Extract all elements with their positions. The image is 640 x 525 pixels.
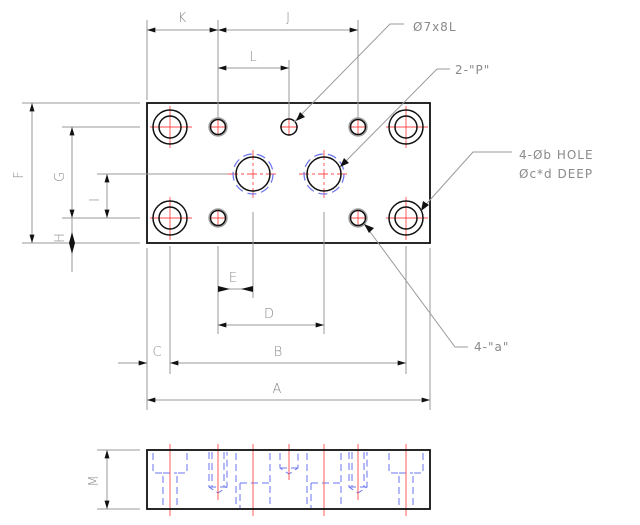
plate-outline bbox=[146, 102, 431, 244]
mounting-hole bbox=[388, 109, 424, 145]
dim-label-b: B bbox=[274, 345, 283, 360]
leaders bbox=[293, 23, 512, 348]
callout-mount-holes-line1: 4-Øb HOLE bbox=[519, 148, 594, 162]
tapped-hole bbox=[348, 208, 368, 228]
dimension-labels: K J L E D C B A F G I H bbox=[12, 11, 290, 397]
mounting-hole bbox=[152, 109, 188, 145]
port-hole bbox=[303, 153, 345, 195]
dim-label-j: J bbox=[286, 11, 290, 26]
callouts: Ø7x8L 2-"P" 4-Øb HOLE Øc*d DEEP 4-"a" bbox=[413, 20, 594, 354]
dim-label-a: A bbox=[273, 382, 282, 397]
tapped-hole bbox=[348, 117, 368, 137]
dimension-lines bbox=[29, 27, 430, 403]
dim-label-g: G bbox=[53, 172, 68, 182]
dim-label-f: F bbox=[12, 171, 27, 178]
callout-ports: 2-"P" bbox=[455, 63, 490, 77]
tapped-hole bbox=[208, 117, 228, 137]
dim-label-i: I bbox=[88, 198, 103, 202]
extension-lines bbox=[22, 20, 431, 410]
dim-label-k: K bbox=[178, 11, 187, 26]
mounting-hole bbox=[388, 200, 424, 236]
callout-mount-holes-line2: Øc*d DEEP bbox=[519, 167, 593, 181]
plan-view: K J L E D C B A F G I H bbox=[12, 11, 594, 410]
side-view: M bbox=[87, 444, 431, 516]
hidden-features bbox=[152, 452, 424, 508]
dim-label-l: L bbox=[249, 50, 256, 65]
port-holes bbox=[232, 153, 345, 195]
dim-label-c: C bbox=[152, 345, 161, 360]
pin-hole bbox=[280, 118, 298, 136]
tapped-hole bbox=[208, 208, 228, 228]
callout-tapped-holes: 4-"a" bbox=[474, 340, 509, 354]
dim-label-m: M bbox=[87, 475, 102, 486]
port-hole bbox=[232, 153, 274, 195]
mounting-holes bbox=[152, 109, 424, 236]
dim-label-d: D bbox=[264, 307, 274, 322]
side-outline bbox=[146, 449, 431, 510]
side-centerlines bbox=[169, 444, 407, 516]
mounting-hole bbox=[152, 200, 188, 236]
dim-label-e: E bbox=[229, 271, 237, 286]
centerlines bbox=[150, 106, 428, 240]
tapped-holes bbox=[208, 117, 368, 228]
dim-label-h: H bbox=[53, 233, 68, 243]
callout-pin-hole: Ø7x8L bbox=[413, 20, 457, 34]
